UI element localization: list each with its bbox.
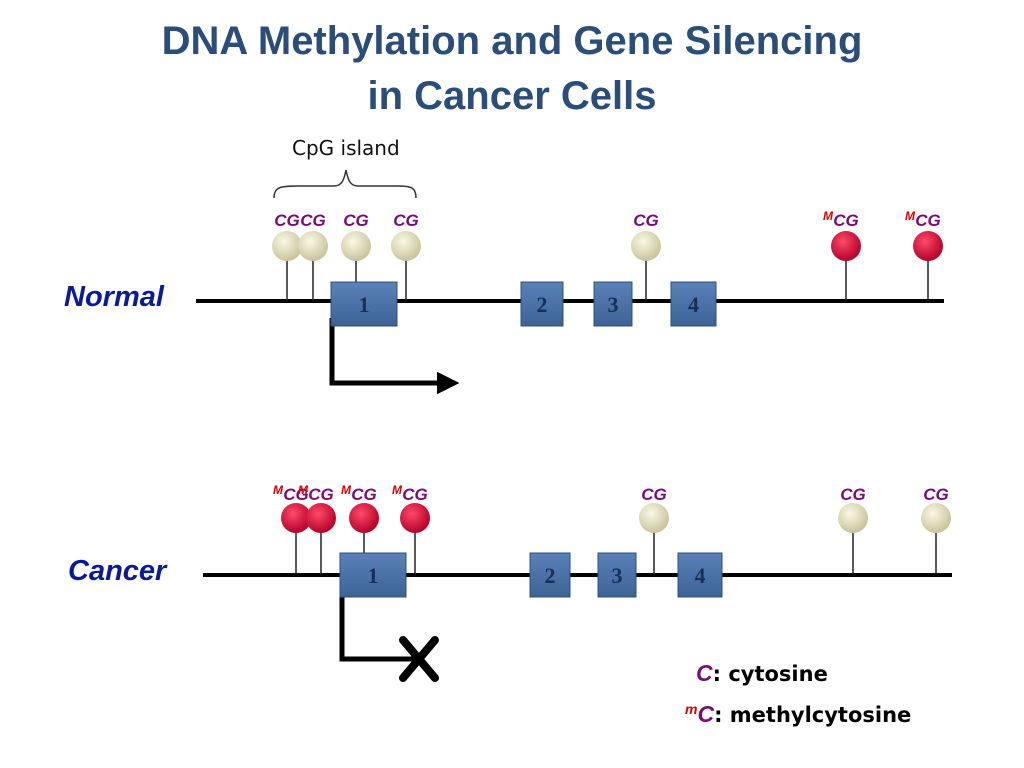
methylated-cpg-site: CGM: [823, 209, 861, 301]
legend-cytosine-symbol: C: [696, 660, 713, 686]
legend-methylcytosine-text: : methylcytosine: [714, 703, 912, 727]
exon-label: 2: [545, 563, 556, 588]
exon-label: 3: [612, 563, 623, 588]
cpg-site-label: CG: [351, 485, 377, 504]
cpg-site-label: CG: [633, 211, 659, 230]
methylated-cpg-site: CGM: [392, 483, 430, 575]
unmethylated-cpg-site: CG: [921, 485, 951, 575]
normal-transcription-arrow: [329, 318, 460, 395]
unmethylated-cpg-site: CG: [631, 211, 661, 301]
exon-2: 2: [520, 281, 564, 327]
cpg-site-label: CG: [915, 211, 941, 230]
methyl-mark: M: [823, 209, 834, 223]
cancer-row-label: Cancer: [68, 555, 167, 587]
cancer-blocked-transcription: [339, 592, 414, 662]
cpg-site-label: CG: [393, 211, 419, 230]
methyl-mark: M: [341, 483, 352, 497]
cpg-site-label: CG: [283, 485, 309, 504]
exon-label: 3: [608, 292, 619, 317]
unmethylated-cpg-site: CG: [391, 211, 421, 301]
methyl-mark: M: [273, 483, 284, 497]
exon-4: 4: [670, 281, 717, 327]
normal-row-label: Normal: [64, 281, 164, 313]
exon-2: 2: [529, 552, 571, 598]
unmethylated-cpg-site: CG: [639, 485, 669, 575]
methylated-cpg-site: CGM: [298, 483, 336, 575]
unmethylated-cpg-site: CG: [298, 211, 328, 301]
cpg-site-label: CG: [343, 211, 369, 230]
exon-3: 3: [593, 281, 633, 327]
exon-label: 4: [695, 563, 706, 588]
cpg-site-label: CG: [641, 485, 667, 504]
page-title-line-1: DNA Methylation and Gene Silencing: [161, 19, 863, 63]
methylated-cpg-site: CGM: [273, 483, 311, 575]
cpg-island-brace: [273, 169, 417, 199]
exon-1: 1: [330, 281, 398, 327]
methyl-mark: M: [905, 209, 916, 223]
exon-label: 2: [537, 292, 548, 317]
legend-methyl-mark: m: [685, 701, 698, 717]
unmethylated-cpg-site: CG: [272, 211, 302, 301]
page-title-line-2: in Cancer Cells: [367, 74, 657, 118]
cpg-site-label: CG: [833, 211, 859, 230]
cpg-site-label: CG: [300, 211, 326, 230]
cpg-site-label: CG: [923, 485, 949, 504]
exon-3: 3: [597, 552, 637, 598]
methyl-mark: M: [298, 483, 309, 497]
blocked-x-icon: [399, 636, 439, 682]
cpg-site-label: CG: [840, 485, 866, 504]
exon-4: 4: [677, 552, 723, 598]
legend-methyl-symbol: C: [697, 701, 715, 727]
exon-label: 4: [688, 292, 699, 317]
cpg-island-label: CpG island: [292, 136, 400, 160]
unmethylated-cpg-site: CG: [838, 485, 868, 575]
cpg-site-label: CG: [274, 211, 300, 230]
legend-cytosine: C: cytosine: [696, 660, 828, 687]
methylated-cpg-site: CGM: [341, 483, 379, 575]
exon-1: 1: [339, 552, 407, 598]
methylated-cpg-site: CGM: [905, 209, 943, 301]
legend-cytosine-text: : cytosine: [712, 662, 828, 686]
exon-label: 1: [359, 292, 370, 317]
exon-label: 1: [368, 563, 379, 588]
methyl-mark: M: [392, 483, 403, 497]
cpg-site-label: CG: [402, 485, 428, 504]
legend-methylcytosine: mC: methylcytosine: [685, 701, 911, 728]
cpg-site-label: CG: [308, 485, 334, 504]
